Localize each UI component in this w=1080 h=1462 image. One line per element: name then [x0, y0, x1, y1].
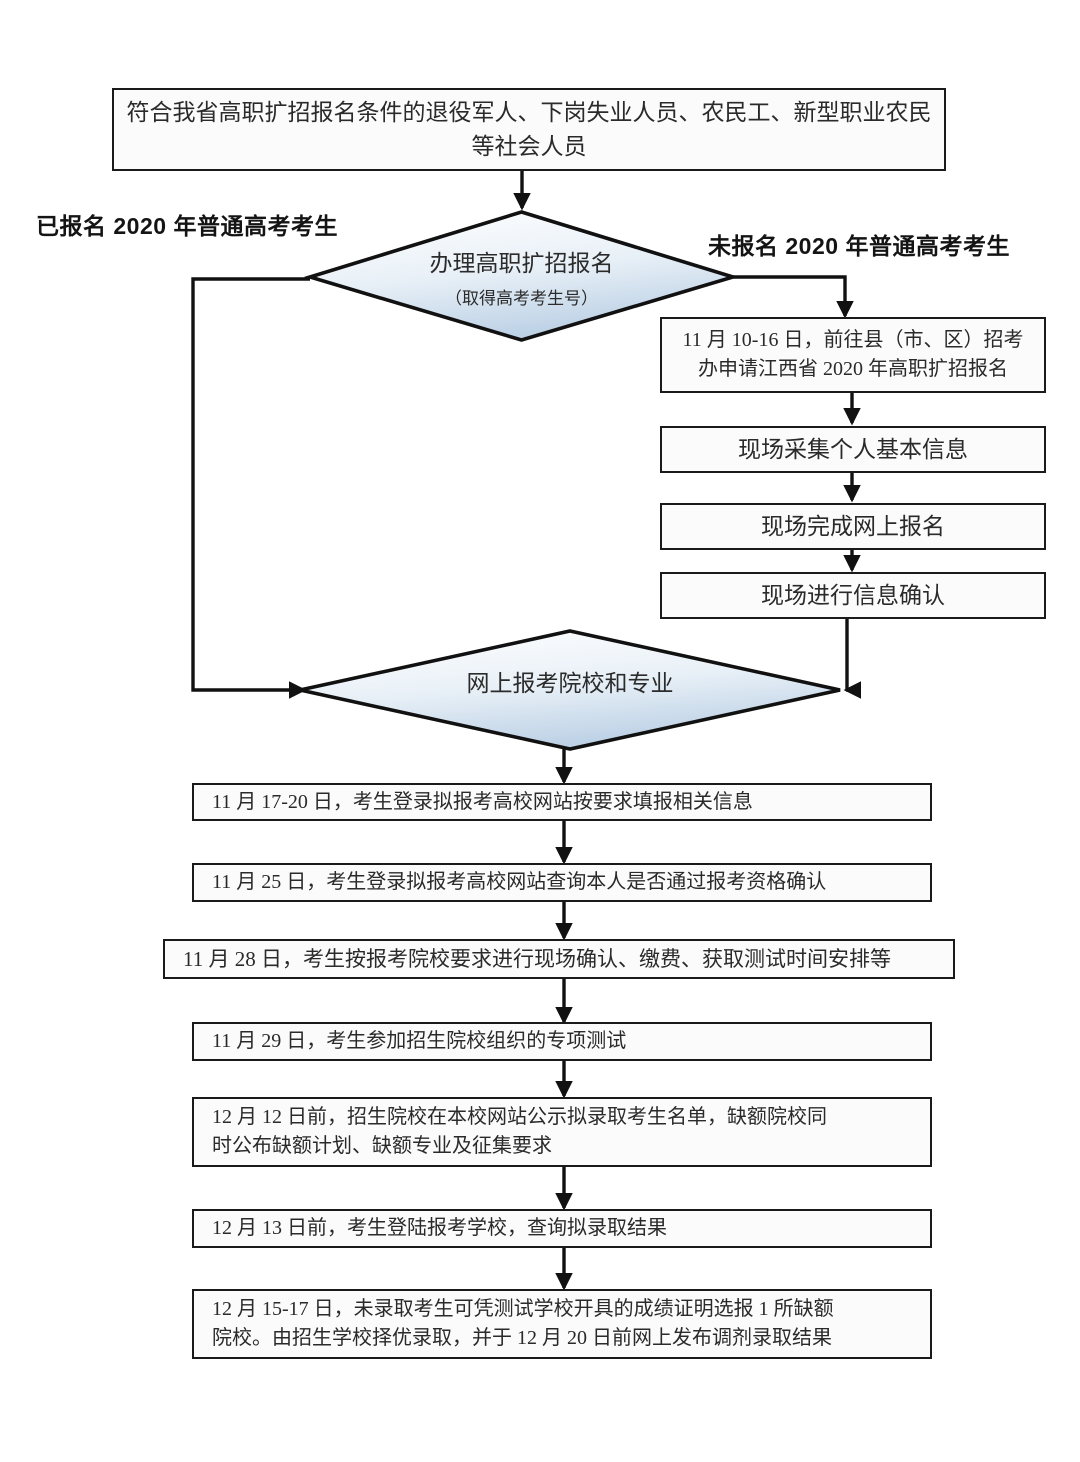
online-reg-box-line1: 现场完成网上报名	[761, 513, 945, 539]
decision2-node[interactable]: 网上报考院校和专业	[300, 631, 840, 749]
step-1213-node[interactable]: 12 月 13 日前，考生登陆报考学校，查询拟录取结果	[192, 1209, 932, 1248]
edge-decision1-to-decision2-left	[191, 277, 310, 699]
step-1125-line1: 11 月 25 日，考生登录拟报考高校网站查询本人是否通过报考资格确认	[212, 871, 827, 893]
step-1212-text: 12 月 12 日前，招生院校在本校网站公示拟录取考生名单，缺额院校同 时公布缺…	[204, 1103, 920, 1161]
step-1215-line1: 12 月 15-17 日，未录取考生可凭测试学校开具的成绩证明选报 1 所缺额	[212, 1298, 834, 1320]
step-1212-line1: 12 月 12 日前，招生院校在本校网站公示拟录取考生名单，缺额院校同	[212, 1106, 827, 1128]
decision1-line2: （取得高考考生号）	[445, 288, 598, 308]
apply-box-text: 11 月 10-16 日，前往县（市、区）招考 办申请江西省 2020 年高职扩…	[672, 326, 1034, 384]
step-1215-node[interactable]: 12 月 15-17 日，未录取考生可凭测试学校开具的成绩证明选报 1 所缺额 …	[192, 1289, 932, 1359]
step-1215-text: 12 月 15-17 日，未录取考生可凭测试学校开具的成绩证明选报 1 所缺额 …	[204, 1295, 920, 1353]
collect-box-node[interactable]: 现场采集个人基本信息	[660, 426, 1046, 473]
decision2-line1: 网上报考院校和专业	[466, 671, 674, 696]
apply-box-line2: 办申请江西省 2020 年高职扩招报名	[698, 358, 1008, 380]
apply-box-line1: 11 月 10-16 日，前往县（市、区）招考	[682, 329, 1024, 351]
collect-box-line1: 现场采集个人基本信息	[738, 436, 968, 462]
apply-box-node[interactable]: 11 月 10-16 日，前往县（市、区）招考 办申请江西省 2020 年高职扩…	[660, 317, 1046, 393]
decision2-label: 网上报考院校和专业	[300, 631, 840, 749]
step-1213-line1: 12 月 13 日前，考生登陆报考学校，查询拟录取结果	[212, 1217, 667, 1239]
confirm-box-node[interactable]: 现场进行信息确认	[660, 572, 1046, 619]
step-1212-line2: 时公布缺额计划、缺额专业及征集要求	[212, 1135, 552, 1157]
branch-label-right: 未报名 2020 年普通高考考生	[708, 233, 1010, 259]
step-1117-line1: 11 月 17-20 日，考生登录拟报考高校网站按要求填报相关信息	[212, 790, 753, 813]
online-reg-box-node[interactable]: 现场完成网上报名	[660, 503, 1046, 550]
step-1128-node[interactable]: 11 月 28 日，考生按报考院校要求进行现场确认、缴费、获取测试时间安排等	[163, 939, 955, 979]
step-1129-node[interactable]: 11 月 29 日，考生参加招生院校组织的专项测试	[192, 1022, 932, 1061]
edge-decision1-to-apply	[733, 275, 854, 319]
entry-box-text: 符合我省高职扩招报名条件的退役军人、下岗失业人员、农民工、新型职业农民 等社会人…	[124, 96, 934, 163]
step-1125-node[interactable]: 11 月 25 日，考生登录拟报考高校网站查询本人是否通过报考资格确认	[192, 863, 932, 902]
confirm-box-line1: 现场进行信息确认	[761, 582, 945, 608]
entry-box-line1: 符合我省高职扩招报名条件的退役军人、下岗失业人员、农民工、新型职业农民	[126, 100, 932, 126]
step-1129-line1: 11 月 29 日，考生参加招生院校组织的专项测试	[212, 1030, 627, 1052]
step-1117-node[interactable]: 11 月 17-20 日，考生登录拟报考高校网站按要求填报相关信息	[192, 783, 932, 821]
entry-box-line2: 等社会人员	[471, 133, 587, 159]
decision1-line1: 办理高职扩招报名	[429, 250, 614, 276]
entry-box-node[interactable]: 符合我省高职扩招报名条件的退役军人、下岗失业人员、农民工、新型职业农民 等社会人…	[112, 88, 946, 171]
step-1212-node[interactable]: 12 月 12 日前，招生院校在本校网站公示拟录取考生名单，缺额院校同 时公布缺…	[192, 1097, 932, 1167]
step-1215-line2: 院校。由招生学校择优录取，并于 12 月 20 日前网上发布调剂录取结果	[212, 1327, 832, 1349]
edge-confirm-to-decision2	[843, 619, 862, 699]
step-1128-line1: 11 月 28 日，考生按报考院校要求进行现场确认、缴费、获取测试时间安排等	[183, 946, 891, 971]
branch-label-left: 已报名 2020 年普通高考考生	[36, 213, 338, 239]
